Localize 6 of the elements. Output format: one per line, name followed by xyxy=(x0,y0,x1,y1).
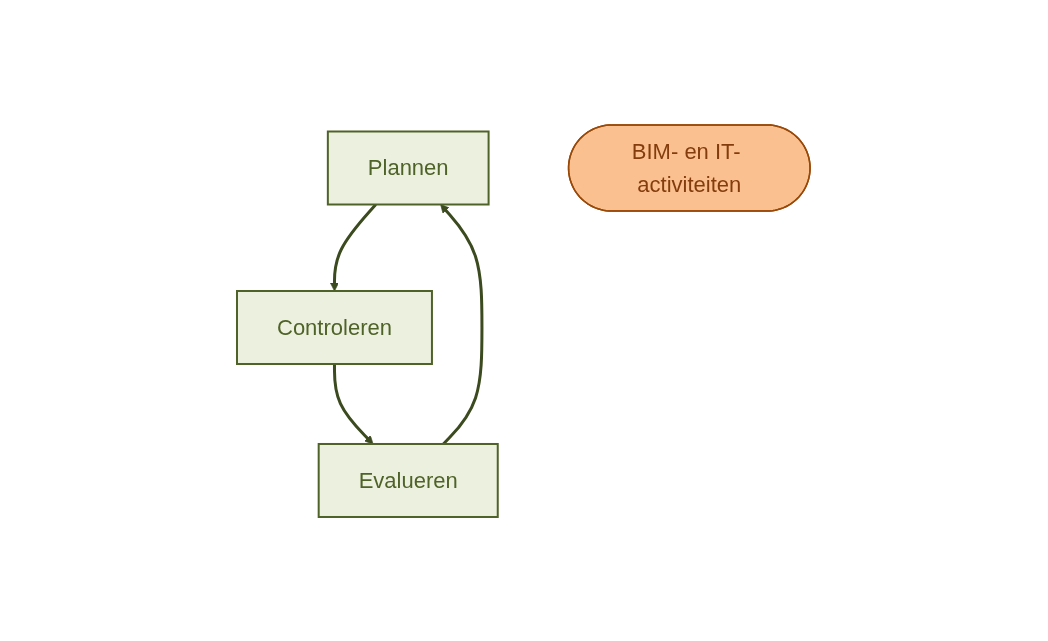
arrow xyxy=(440,203,484,445)
node-box: Evalueren xyxy=(318,442,500,518)
node-box: Plannen xyxy=(327,130,491,205)
arrow xyxy=(330,203,378,291)
node-box: Controleren xyxy=(236,289,434,365)
arrow xyxy=(333,363,374,444)
